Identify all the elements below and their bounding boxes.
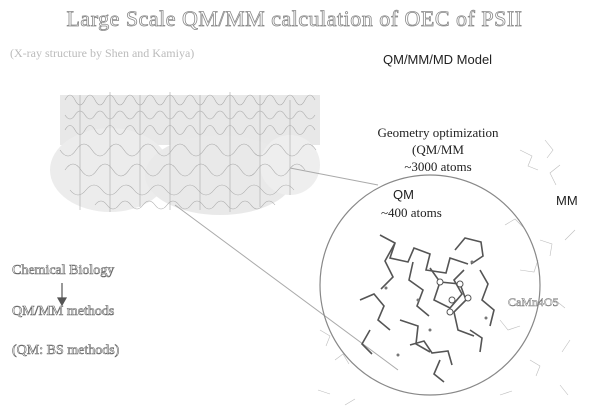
down-arrow-icon (56, 283, 68, 307)
psii-protein-structure (50, 92, 320, 215)
geometry-line-1: Geometry optimization (377, 125, 499, 140)
mm-region-label: MM (556, 193, 578, 208)
chemical-biology-label: Chemical Biology (12, 263, 115, 279)
geometry-line-2: (QM/MM (411, 142, 464, 157)
geometry-optimization-block: Geometry optimization (QM/MM ~3000 atoms (376, 124, 500, 175)
slide-title: Large Scale QM/MM calculation of OEC of … (66, 6, 523, 32)
zoom-connector-lines (174, 167, 399, 371)
qm-molecular-structure (359, 234, 495, 383)
geometry-line-3: ~3000 atoms (404, 159, 472, 174)
cluster-label: CaMn4O5 (508, 295, 559, 310)
qmmm-methods-label: QM/MM methods (12, 304, 115, 320)
qm-region-label: QM (393, 187, 414, 202)
qm-sphere (319, 174, 541, 396)
mn-cluster-atoms (436, 278, 472, 316)
bs-methods-label: (QM: BS methods) (12, 343, 120, 359)
qm-atom-count: ~400 atoms (381, 205, 442, 220)
xray-structure-caption: (X-ray structure by Shen and Kamiya) (10, 46, 195, 60)
model-label: QM/MM/MD Model (383, 52, 493, 67)
mm-region-texture (317, 139, 576, 406)
water-molecules (384, 260, 488, 357)
